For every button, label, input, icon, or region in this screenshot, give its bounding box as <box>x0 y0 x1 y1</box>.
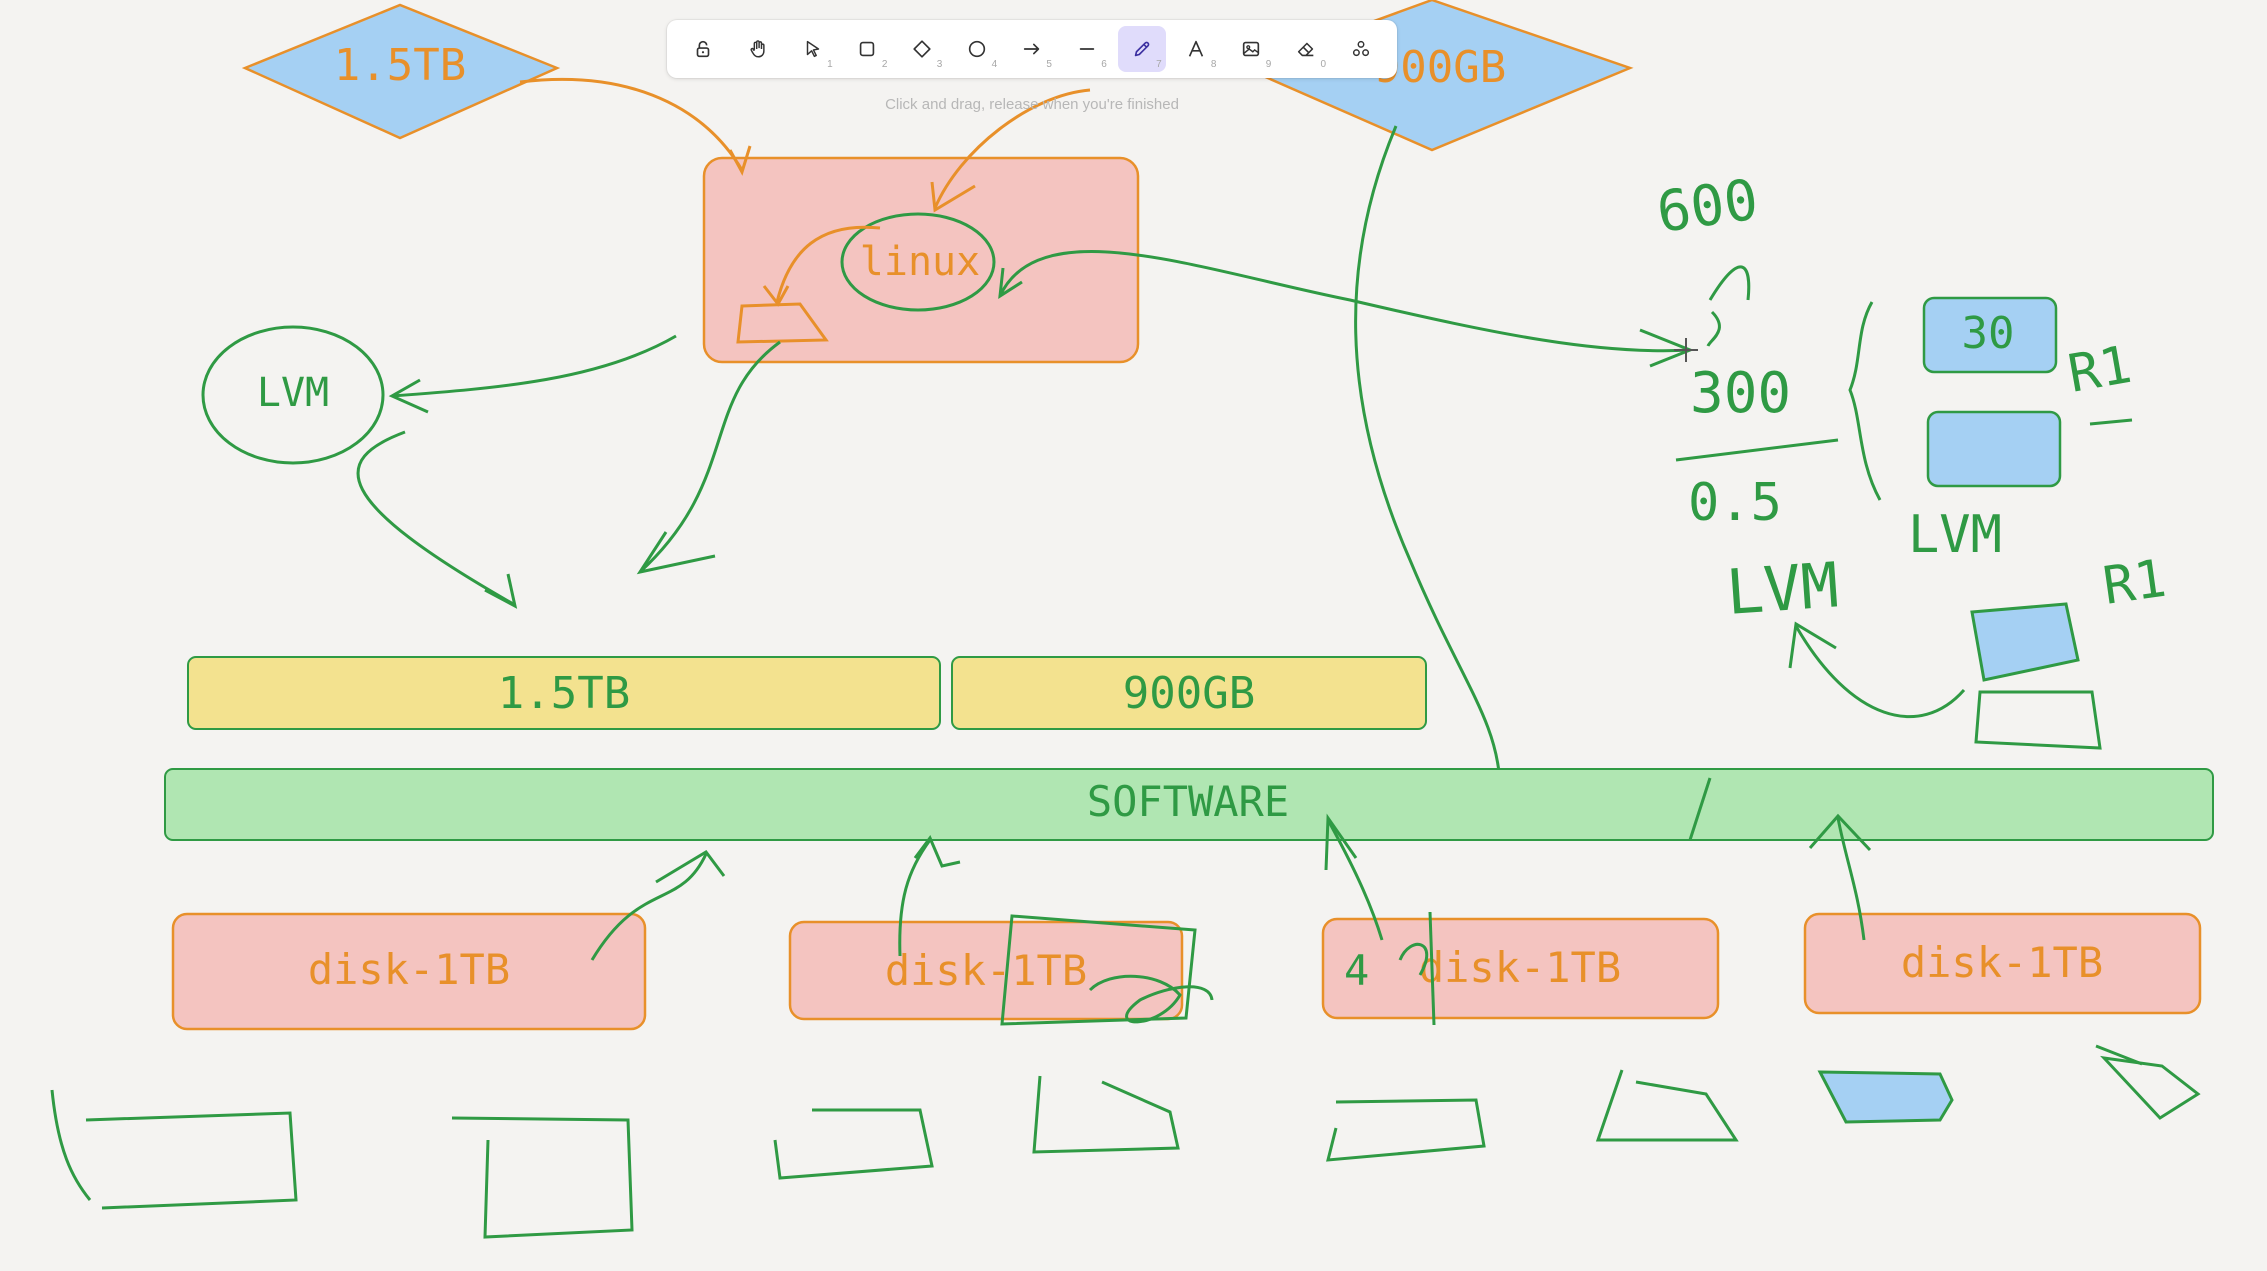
lock-icon <box>696 40 710 58</box>
tool-more[interactable] <box>1337 26 1385 72</box>
disk-1[interactable]: disk-1TB <box>171 912 647 1031</box>
tool-line[interactable]: 6 <box>1063 26 1111 72</box>
arrow-disk1-to-software <box>590 853 708 961</box>
arrow-trapezoid-to-volume <box>638 340 781 574</box>
arrow-disk2-to-software <box>898 839 932 957</box>
tool-key: 9 <box>1265 59 1272 70</box>
arrow-disk4-to-software <box>1836 817 1866 941</box>
arrow-top-to-linux <box>933 88 1091 209</box>
tool-eraser[interactable]: 0 <box>1282 26 1330 72</box>
tool-key: 5 <box>1046 59 1052 70</box>
crosshair-cursor-icon <box>1674 338 1698 362</box>
note-300: 300 <box>1690 361 1791 426</box>
shapes-icon <box>1352 40 1370 57</box>
tool-key: 3 <box>936 59 943 70</box>
disk-4-label: disk-1TB <box>1901 938 2103 987</box>
diamond-left[interactable]: 1.5TB <box>241 3 561 140</box>
arrow-disk3-to-software <box>1326 819 1384 941</box>
disk-2-label: disk-1TB <box>885 946 1087 995</box>
line-icon <box>1079 48 1095 50</box>
tool-rectangle[interactable]: 2 <box>843 26 891 72</box>
linux-circle[interactable] <box>840 212 996 312</box>
bottom-sketches <box>50 1044 2201 1239</box>
diamond-icon <box>913 40 931 58</box>
arrow-icon <box>1023 43 1040 55</box>
tool-key: 7 <box>1156 59 1162 70</box>
eraser-icon <box>1297 42 1314 57</box>
note-r1-bottom: R1 <box>2099 549 2169 617</box>
diamond-left-label: 1.5TB <box>334 40 466 91</box>
bottom-blue-shape <box>1817 1070 1954 1124</box>
hand-icon <box>750 40 765 58</box>
tool-diamond[interactable]: 3 <box>898 26 946 72</box>
disk-3-label: disk-1TB <box>1419 943 1621 992</box>
toolbar: 1 2 3 4 5 6 7 8 9 0 <box>667 20 1397 78</box>
tool-ellipse[interactable]: 4 <box>953 26 1001 72</box>
linux-label: linux <box>860 239 980 285</box>
volume-2-label: 900GB <box>1123 668 1255 719</box>
note-0-5: 0.5 <box>1688 473 1782 533</box>
note-curve-arrow <box>1794 625 1966 719</box>
image-icon <box>1243 41 1260 57</box>
note-r1-top: R1 <box>2064 335 2136 405</box>
tool-key: 6 <box>1101 59 1107 70</box>
tool-key: 8 <box>1210 59 1217 70</box>
tool-key: 2 <box>881 59 888 70</box>
tool-text[interactable]: 8 <box>1172 26 1220 72</box>
note-box-30[interactable] <box>1922 296 2058 374</box>
disk-1-label: disk-1TB <box>308 945 510 994</box>
linux-box[interactable] <box>702 156 1140 364</box>
arrow-linux-to-lvm <box>391 334 677 398</box>
disk-2-overlay-sketch <box>1000 914 1197 1026</box>
disk-4[interactable]: disk-1TB <box>1803 912 2202 1015</box>
tool-hint: Click and drag, release when you're fini… <box>885 96 1179 113</box>
tool-arrow[interactable]: 5 <box>1008 26 1056 72</box>
note-lvm-big: LVM <box>1724 548 1841 629</box>
line-diamond-to-software <box>1354 125 1502 787</box>
note-blue-parallelogram <box>1970 602 2080 682</box>
disk-3[interactable]: disk-1TB <box>1321 917 1720 1020</box>
software-label: SOFTWARE <box>1087 777 1289 826</box>
note-lvm-small: LVM <box>1908 505 2002 565</box>
ellipse-icon <box>968 40 986 58</box>
pencil-icon <box>1134 41 1149 57</box>
tool-selection[interactable]: 1 <box>789 26 837 72</box>
note-empty-parallelogram <box>1974 690 2102 750</box>
tool-key: 0 <box>1320 59 1327 70</box>
note-brace <box>1848 301 1882 501</box>
note-box-blue[interactable] <box>1926 410 2062 488</box>
pointer-icon <box>806 40 819 58</box>
text-icon <box>1189 40 1204 57</box>
tool-hand[interactable] <box>734 26 782 72</box>
disk-annotation-4: 4 <box>1344 946 1369 995</box>
volume-1-label: 1.5TB <box>498 668 630 719</box>
tool-draw[interactable]: 7 <box>1117 26 1166 72</box>
arrow-diamond-to-linux <box>519 78 744 171</box>
tool-key: 4 <box>991 59 998 70</box>
small-trapezoid-sketch <box>736 302 829 344</box>
note-600: 600 <box>1653 167 1762 245</box>
arrow-linux-to-notes <box>998 250 1691 353</box>
lvm-circle[interactable] <box>201 325 385 465</box>
rectangle-icon <box>860 41 875 57</box>
arrow-linux-to-trapezoid <box>775 225 881 303</box>
software-bar[interactable]: SOFTWARE <box>164 768 2214 841</box>
tool-lock[interactable] <box>679 26 727 72</box>
arrow-lvm-to-volume <box>356 430 516 607</box>
note-30: 30 <box>1962 308 2015 359</box>
tool-image[interactable]: 9 <box>1227 26 1275 72</box>
volume-1[interactable]: 1.5TB <box>187 656 941 730</box>
lvm-label: LVM <box>257 370 329 416</box>
tool-key: 1 <box>827 59 833 70</box>
volume-2[interactable]: 900GB <box>951 656 1427 730</box>
disk-2[interactable]: disk-1TB <box>788 920 1184 1021</box>
